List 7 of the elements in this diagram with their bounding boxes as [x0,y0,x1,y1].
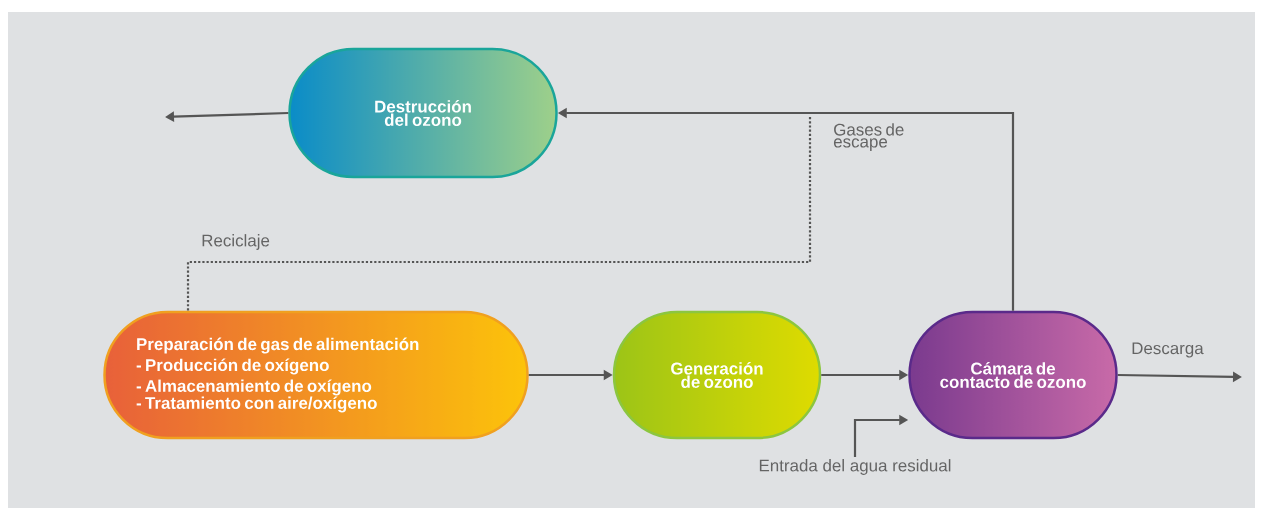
edge-label: Descarga [1132,342,1204,358]
inlet-label: Entrada del agua residual [759,459,951,475]
process-pill: Destrucción del ozono [288,47,558,179]
process-pill: Preparación de gas de alimentación - Producción de oxígeno - Almacenamiento de oxígeno - Tratamiento con aire/oxígeno [103,310,529,440]
edge-label: Reciclaje [202,234,270,250]
dotted-connector [186,117,812,311]
edge-label: Gases de escape [833,123,904,151]
